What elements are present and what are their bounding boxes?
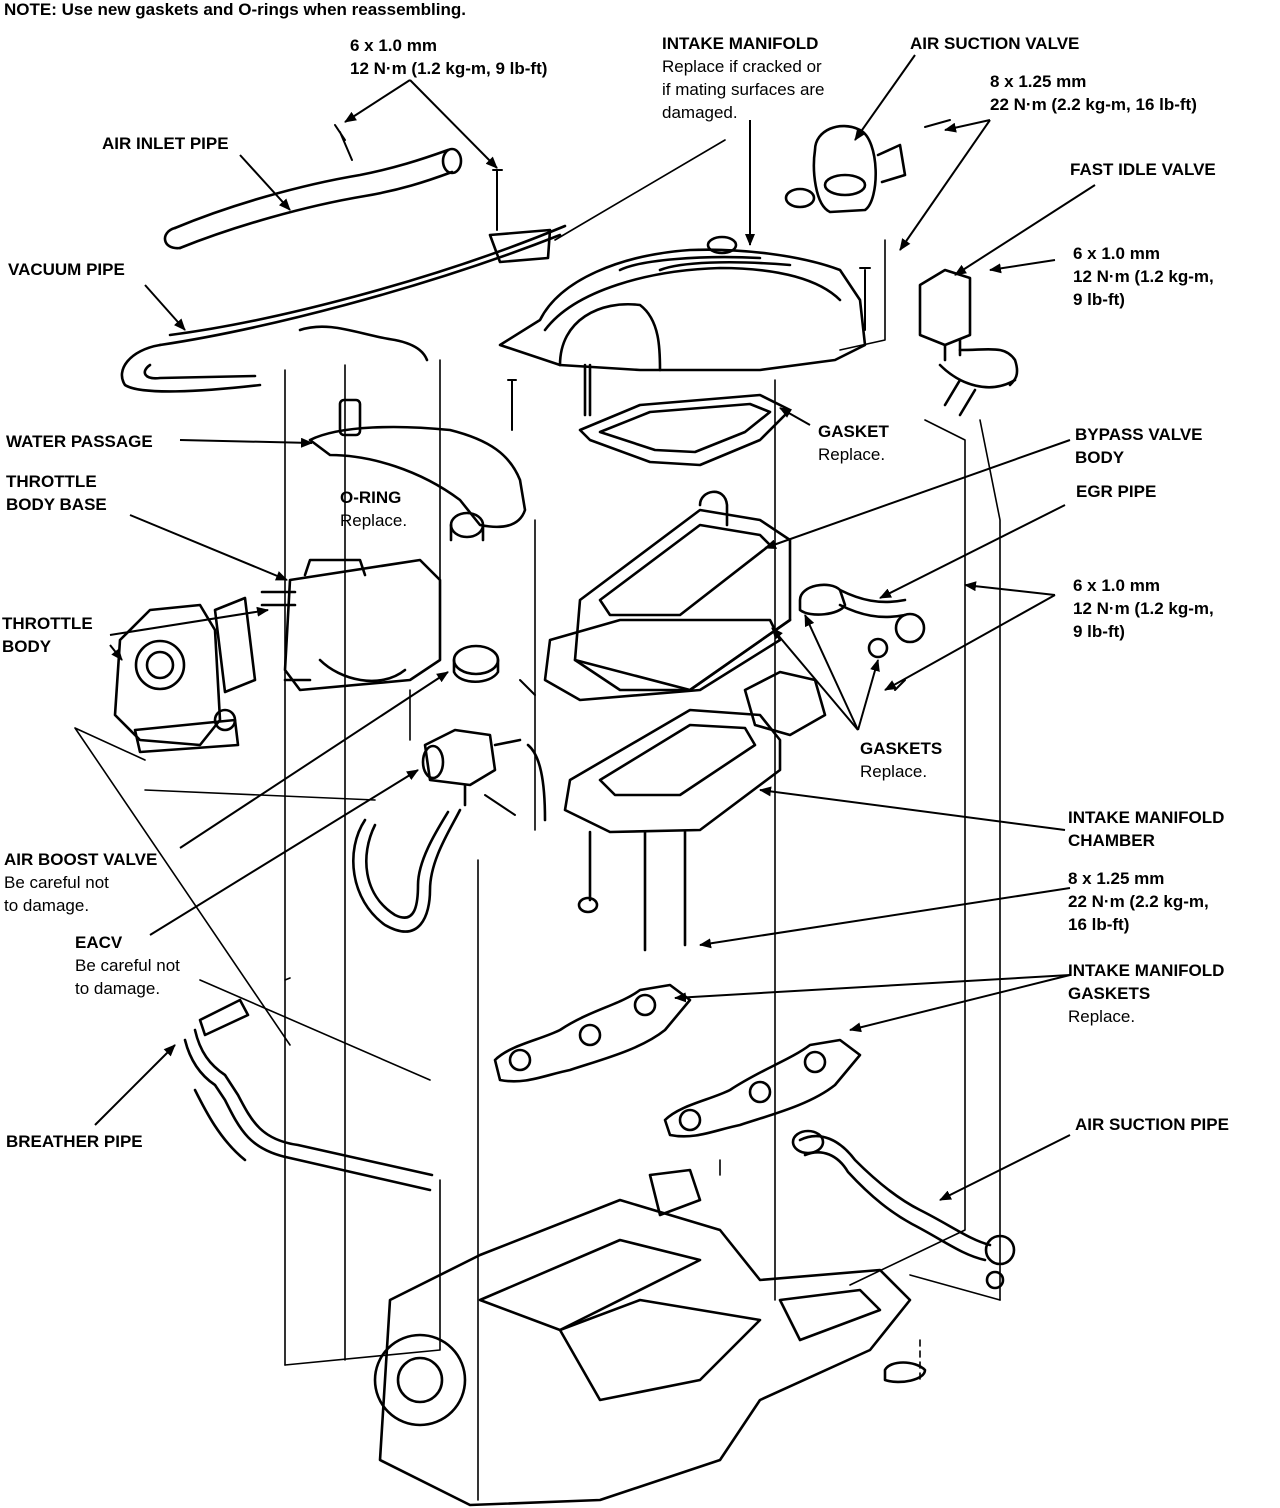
o-ring-label: O-RING Replace. [340,488,408,530]
eacv-label: EACV Be careful not to damage. [75,933,180,998]
eacv-part [421,728,522,807]
fast-idle-valve-part [918,268,1019,417]
intake-manifold-chamber-part [563,708,782,952]
torque-egr-label: 6 x 1.0 mm 12 N·m (1.2 kg-m, 9 lb-ft) [1073,576,1214,641]
gasket-middle-part [543,618,782,702]
water-passage-part [308,398,527,542]
intake-manifold-gaskets-part [493,983,862,1138]
gasket-upper-part [578,393,792,467]
water-passage-label: WATER PASSAGE [6,432,153,451]
air-suction-valve-label: AIR SUCTION VALVE [910,34,1080,53]
torque-right-top-label: 8 x 1.25 mm 22 N·m (2.2 kg-m, 16 lb-ft) [990,72,1197,114]
gasket-label: GASKET Replace. [818,422,889,464]
gaskets-label: GASKETS Replace. [860,739,943,781]
egr-pipe-part [838,588,926,644]
intake-manifold-gaskets-label: INTAKE MANIFOLD GASKETS Replace. [1068,961,1225,1026]
vacuum-pipe-label: VACUUM PIPE [8,260,125,279]
fast-idle-valve-label: FAST IDLE VALVE [1070,160,1216,179]
engine-block-part [373,1168,927,1507]
egr-pipe-label: EGR PIPE [1076,482,1157,501]
gaskets-right-part [743,583,889,737]
throttle-body-base-part [260,558,442,692]
air-boost-valve-label: AIR BOOST VALVE Be careful not to damage… [4,850,158,915]
throttle-body-part [113,596,257,754]
air-suction-pipe-part [791,1129,1016,1290]
air-inlet-pipe-label: AIR INLET PIPE [102,134,229,153]
intake-manifold-part [498,235,867,417]
throttle-body-base-label: THROTTLE BODY BASE [6,472,107,514]
air-boost-valve-part [452,644,500,684]
bolts [334,119,951,816]
breather-pipe-label: BREATHER PIPE [6,1132,143,1151]
bypass-valve-body-label: BYPASS VALVE BODY [1075,425,1203,467]
torque-fiv-label: 6 x 1.0 mm 12 N·m (1.2 kg-m, 9 lb-ft) [1073,244,1214,309]
torque-top-label: 6 x 1.0 mm 12 N·m (1.2 kg-m, 9 lb-ft) [350,36,548,78]
note-text: NOTE: Use new gaskets and O-rings when r… [4,0,466,19]
guide-lines [74,139,1001,1501]
torque-chamber-label: 8 x 1.25 mm 22 N·m (2.2 kg-m, 16 lb-ft) [1068,869,1209,934]
bypass-valve-body-part [573,490,792,692]
air-inlet-pipe-part [163,147,463,250]
throttle-body-label: THROTTLE BODY [2,614,93,656]
intake-manifold-label: INTAKE MANIFOLD Replace if cracked or if… [662,34,825,122]
leader-arrows [94,54,1096,1201]
lower-hoses-part [352,743,547,933]
breather-pipe-part [183,998,434,1192]
air-suction-valve-part [784,124,907,214]
intake-manifold-chamber-label: INTAKE MANIFOLD CHAMBER [1068,808,1225,850]
vacuum-pipe-part [120,224,567,393]
air-suction-pipe-label: AIR SUCTION PIPE [1075,1115,1229,1134]
